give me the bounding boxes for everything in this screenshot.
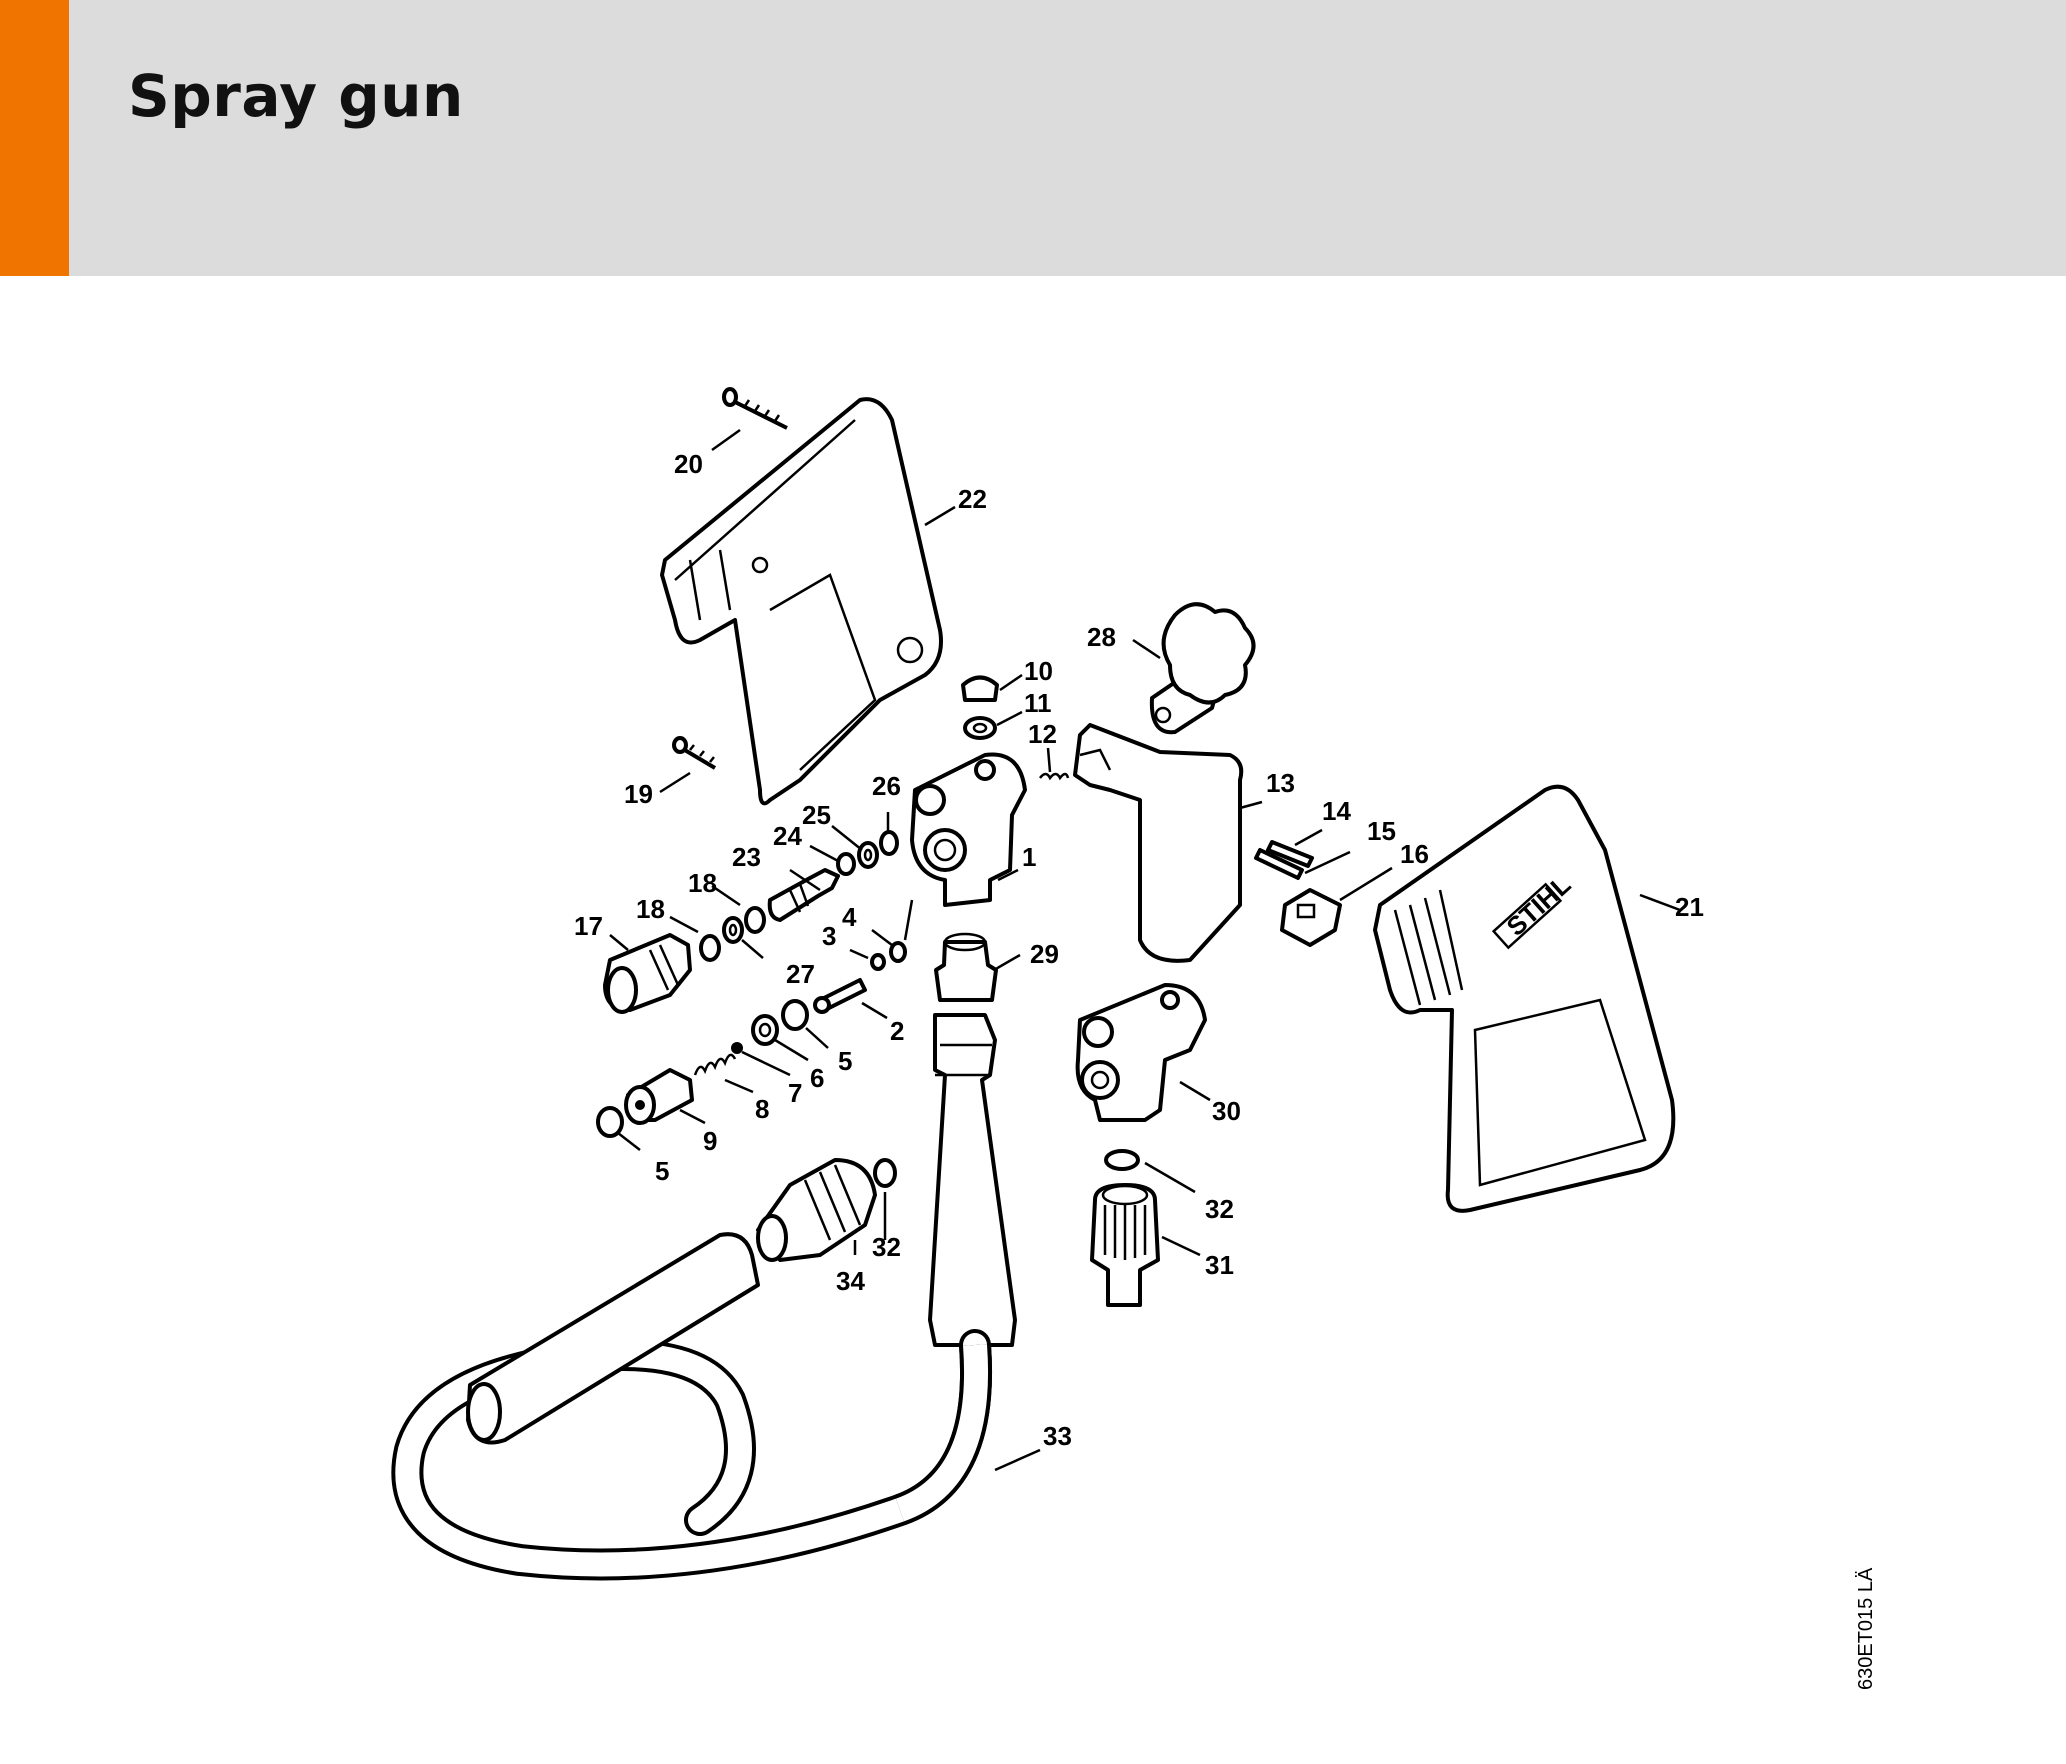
label-part-4: 4 (842, 902, 857, 932)
label-part-18-lower: 18 (636, 894, 665, 924)
part-28-star-knob (1149, 602, 1256, 735)
label-part-7: 7 (788, 1078, 802, 1108)
label-part-32-right: 32 (1205, 1194, 1234, 1224)
label-part-2: 2 (890, 1016, 904, 1046)
part-12-spring (1039, 772, 1070, 781)
label-part-3: 3 (822, 921, 836, 951)
part-17-connector (603, 933, 692, 1014)
part-11-washer (963, 716, 997, 740)
part-19-screw (672, 736, 717, 770)
label-part-23: 23 (732, 842, 761, 872)
page-title: Spray gun (128, 62, 464, 130)
part-32-o-ring-right (1104, 1149, 1140, 1171)
label-part-28: 28 (1087, 622, 1116, 652)
label-part-9: 9 (703, 1126, 717, 1156)
header-bar: Spray gun (0, 0, 2066, 276)
label-part-17: 17 (574, 911, 603, 941)
label-part-33: 33 (1043, 1421, 1072, 1451)
leader-lines (609, 428, 1681, 1472)
part-16-block (1280, 888, 1342, 947)
label-part-20: 20 (674, 449, 703, 479)
part-4-o-ring (889, 941, 907, 963)
part-30-valve-body (1075, 983, 1207, 1122)
label-part-1: 1 (1022, 842, 1036, 872)
part-5-o-ring-lower (596, 1106, 624, 1138)
part-18-o-ring-lower (699, 934, 721, 962)
label-part-25: 25 (802, 800, 831, 830)
part-21-handle-half-right: STIHL (1373, 784, 1676, 1213)
label-part-13: 13 (1266, 768, 1295, 798)
part-25-seal (857, 841, 879, 869)
label-part-26: 26 (872, 771, 901, 801)
part-22-handle-half-left (660, 397, 943, 806)
part-1-valve-body (910, 752, 1027, 907)
part-6-washer (751, 1014, 779, 1046)
part-5-o-ring-upper (781, 999, 809, 1031)
label-part-31: 31 (1205, 1250, 1234, 1280)
label-part-18-upper: 18 (688, 868, 717, 898)
part-32-o-ring-left (873, 1158, 897, 1188)
label-part-34: 34 (836, 1266, 865, 1296)
label-part-19: 19 (624, 779, 653, 809)
part-34-coupling (756, 1158, 877, 1262)
part-18-o-ring-upper (744, 906, 766, 934)
label-part-10: 10 (1024, 656, 1053, 686)
label-part-5-upper: 5 (838, 1046, 852, 1076)
callout-labels: 1 2 3 4 5 5 6 7 8 9 10 11 12 13 14 15 16… (574, 449, 1704, 1451)
part-27-washer (722, 916, 744, 944)
part-24-o-ring (836, 852, 856, 876)
part-14-pin (1266, 840, 1314, 868)
label-part-15: 15 (1367, 816, 1396, 846)
part-10-plug (961, 675, 999, 702)
label-part-30: 30 (1212, 1096, 1241, 1126)
part-20-screw (722, 387, 788, 430)
label-part-32-left: 32 (872, 1232, 901, 1262)
label-part-21: 21 (1675, 892, 1704, 922)
label-part-8: 8 (755, 1094, 769, 1124)
part-7-ball (731, 1042, 743, 1054)
label-part-14: 14 (1322, 796, 1351, 826)
part-9-insert (624, 1068, 694, 1125)
part-8-spring (693, 1053, 737, 1076)
label-part-22: 22 (958, 484, 987, 514)
label-part-6: 6 (810, 1063, 824, 1093)
exploded-parts-diagram: STIHL (391, 387, 1704, 1581)
label-part-5-lower: 5 (655, 1156, 669, 1186)
part-29-fitting (934, 932, 998, 1002)
part-3-ball (870, 953, 886, 971)
part-2-pin (813, 978, 867, 1014)
part-26-seal (879, 830, 899, 856)
part-1-to-4-guide-line (903, 899, 914, 941)
part-33-hose (391, 1013, 1017, 1581)
part-15-pin (1254, 848, 1304, 880)
label-part-24: 24 (773, 821, 802, 851)
orange-accent-bar (0, 0, 69, 276)
part-23-nozzle (767, 868, 840, 922)
label-part-12: 12 (1028, 719, 1057, 749)
label-part-29: 29 (1030, 939, 1059, 969)
part-31-coupling (1090, 1183, 1160, 1307)
label-part-27: 27 (786, 959, 815, 989)
label-part-16: 16 (1400, 839, 1429, 869)
label-part-11: 11 (1024, 688, 1052, 718)
drawing-reference-code: 630ET015 LÄ (1855, 1567, 1877, 1690)
part-13-trigger (1073, 723, 1244, 963)
